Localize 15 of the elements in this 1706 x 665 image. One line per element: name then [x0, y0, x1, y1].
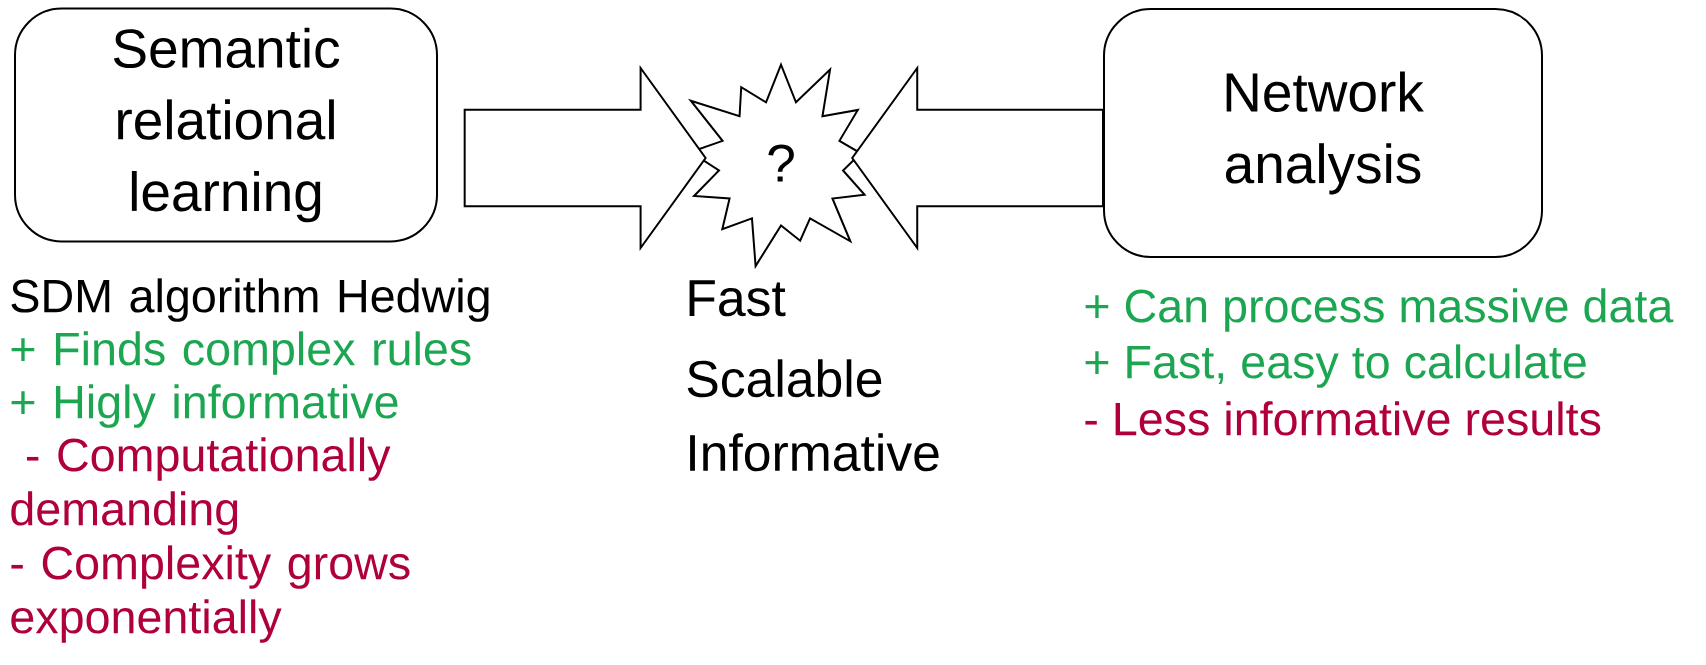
rounded-box: Network analysis — [1103, 8, 1543, 258]
list-item: - Computationally demanding — [11, 437, 391, 535]
list-item: + Higly informative — [11, 384, 398, 428]
list-item: - Less informative results — [1085, 401, 1601, 436]
list-item: + Fast, easy to calculate — [1085, 344, 1586, 388]
list-item: + Can process massive data — [1085, 288, 1674, 332]
rounded-box: Semantic relational learning — [14, 7, 438, 243]
block-arrow — [851, 64, 1104, 252]
list-item: Scalable — [687, 359, 882, 398]
list-item: Informative — [690, 433, 939, 472]
list-item: + Finds complex rules — [11, 331, 471, 375]
block-arrow — [463, 64, 707, 252]
list-item: - Complexity grows exponentially — [11, 545, 410, 643]
list-item: SDM algorithm Hedwig — [11, 278, 489, 322]
list-item: Fast — [689, 280, 786, 317]
